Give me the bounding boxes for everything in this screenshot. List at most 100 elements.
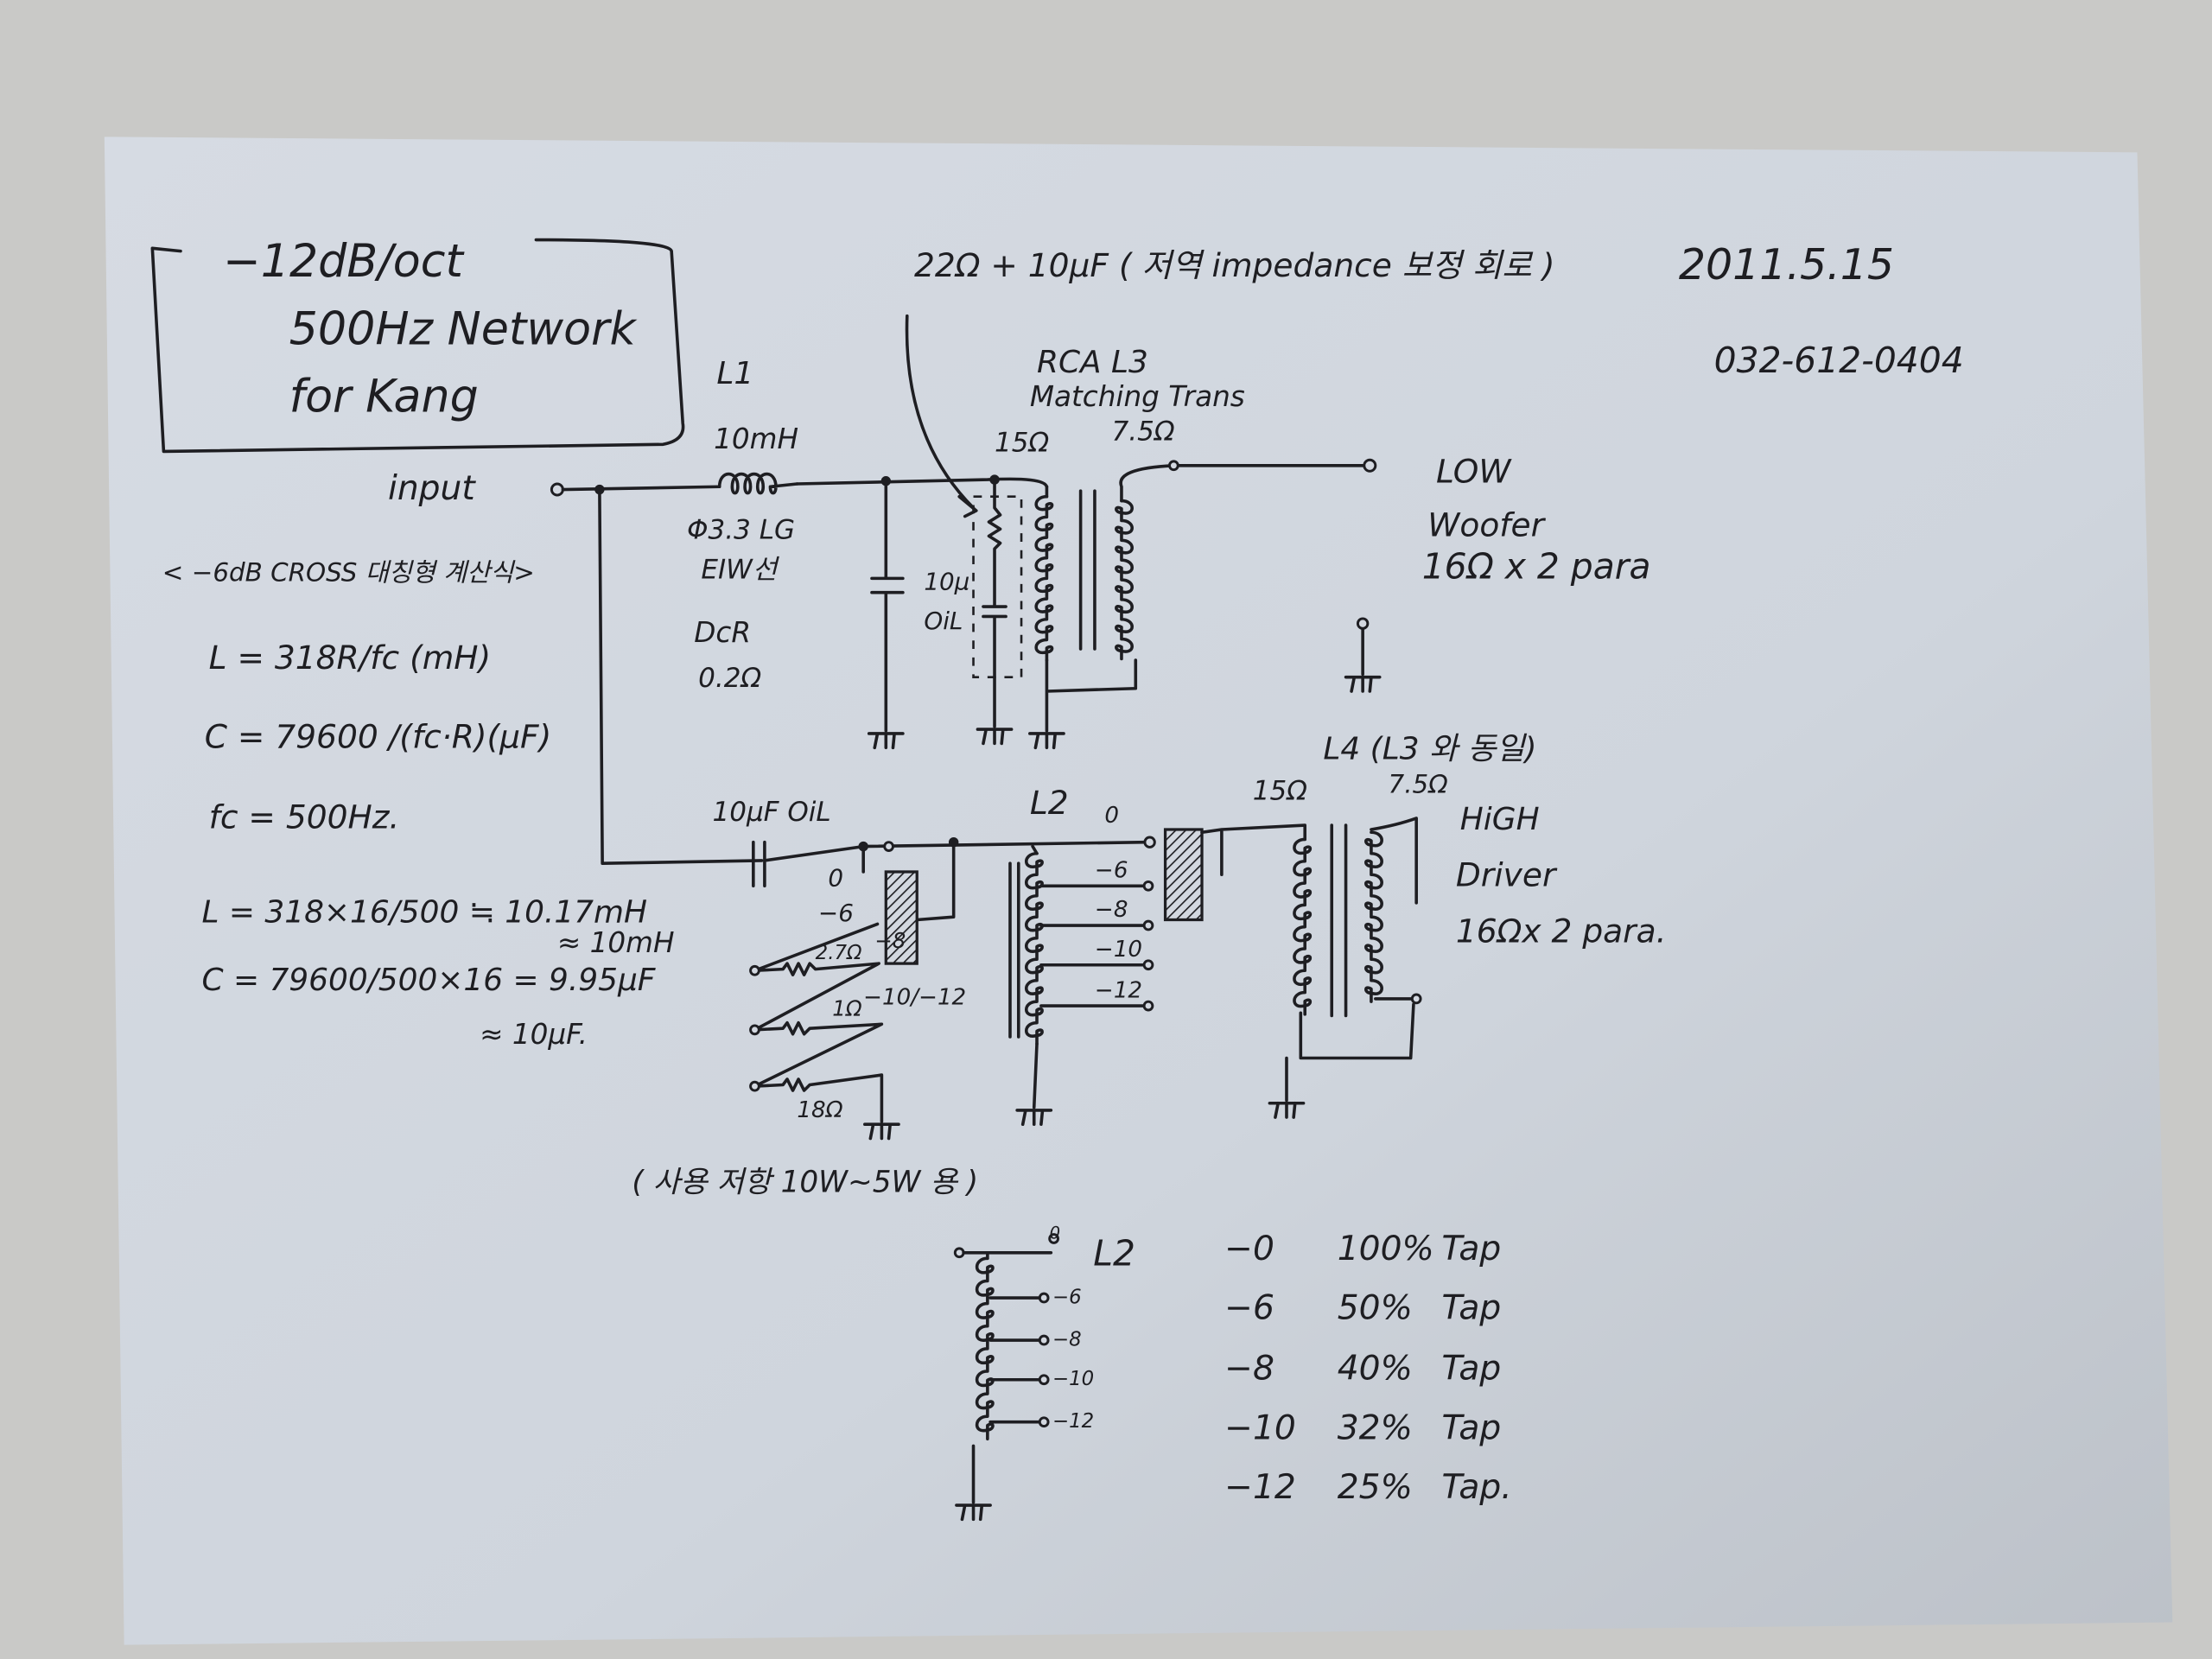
formula-c-approx: ≈ 10μF.: [480, 1018, 588, 1051]
l2-detail-tap-terminal: [1038, 1292, 1050, 1304]
tap-table-label: Tap: [1442, 1350, 1502, 1389]
l1-wire: Φ3.3 LG: [687, 515, 795, 546]
ground-icon: [1028, 732, 1065, 750]
date: 2011.5.15: [1679, 240, 1894, 289]
l3-primary-tap: 15Ω: [995, 427, 1049, 458]
input-label: input: [388, 469, 476, 508]
l4-primary-tap: 15Ω: [1253, 776, 1307, 807]
l3-core: [1078, 489, 1096, 651]
l1-name: L1: [716, 356, 753, 391]
l2-tap-label: −10: [1095, 937, 1142, 963]
phone-number: 032-612-0404: [1714, 340, 1964, 381]
l2-tap-terminal[interactable]: [1142, 959, 1154, 971]
l2-detail-tap-label: −12: [1052, 1410, 1094, 1433]
resistor-2-value: 1Ω: [832, 996, 862, 1021]
l2-detail-tap-terminal: [1038, 1334, 1050, 1346]
l3-secondary-tap: 7.5Ω: [1112, 416, 1175, 447]
top-note: 22Ω + 10μF ( 저역 impedance 보정 회로 ): [914, 246, 1555, 284]
l3-primary-coil: [1034, 494, 1054, 662]
l4-primary-coil: [1293, 837, 1313, 1016]
tap-table-label: Tap: [1442, 1408, 1502, 1447]
l3-line-2: Matching Trans: [1030, 380, 1245, 413]
formula-l: L = 318R/fc (mH): [209, 639, 492, 677]
ground-icon: [955, 1503, 992, 1522]
l2-top-tap: 0: [1104, 803, 1119, 829]
tap-table-db: −12: [1224, 1468, 1296, 1507]
high-line-3: 16Ωx 2 para.: [1456, 912, 1667, 950]
switch-0: 0: [828, 863, 843, 892]
title-line-2: 500Hz Network: [289, 303, 638, 355]
cross-title: < −6dB CROSS 대칭형 계산식>: [162, 558, 535, 588]
l3-secondary-coil: [1115, 499, 1134, 661]
tap-table-label: Tap: [1442, 1230, 1502, 1268]
switch-10-12: −10/−12: [863, 984, 966, 1010]
l2-detail-coil: [975, 1256, 995, 1441]
low-line-2: Woofer: [1427, 505, 1546, 543]
arrow-line: [905, 314, 978, 518]
tap-table-percent: 32%: [1338, 1408, 1413, 1447]
l1-wire-type: EIW선: [701, 554, 779, 585]
shunt-cap-value: 10μ: [924, 567, 969, 595]
tap-table-label: Tap.: [1442, 1468, 1512, 1507]
title-line-3: for Kang: [289, 372, 479, 423]
zobel-network: [982, 478, 1007, 728]
l1-value: 10mH: [714, 423, 798, 455]
l2-tap-label: −12: [1095, 977, 1142, 1003]
resistor-note: ( 사용 저항 10W~5W 용 ): [632, 1166, 978, 1200]
input-terminal: [550, 482, 564, 497]
l1-dcr: 0.2Ω: [698, 663, 761, 694]
ground-icon: [1344, 675, 1382, 693]
tap-table-percent: 25%: [1338, 1468, 1413, 1507]
formula-c: C = 79600 /(fc·R)(μF): [205, 717, 552, 755]
paper-sheet: [104, 137, 2173, 1645]
l1-dcr-label: DcR: [694, 616, 751, 649]
switch-8: −8: [874, 928, 906, 953]
l2-tap-label: −6: [1095, 858, 1128, 884]
high-line-1: HiGH: [1460, 802, 1540, 837]
tap-table-percent: 40%: [1338, 1350, 1413, 1389]
formula-c-calc: C = 79600/500×16 = 9.95μF: [201, 963, 656, 998]
l2-tap-terminal[interactable]: [1142, 880, 1154, 892]
l2-tap-terminal[interactable]: [1142, 1000, 1154, 1012]
ground-icon: [863, 1122, 900, 1141]
formula-l-approx: ≈ 10mH: [557, 926, 675, 959]
low-line-3: 16Ω x 2 para: [1422, 545, 1651, 587]
tap-table-percent: 100%: [1338, 1230, 1434, 1268]
l2-detail-tap-label: −6: [1052, 1287, 1082, 1309]
l4-title: L4 (L3 와 동일): [1323, 731, 1536, 766]
tap-table-db: −8: [1224, 1350, 1274, 1389]
l4-secondary-tap: 7.5Ω: [1389, 770, 1449, 799]
l2-tap-terminal[interactable]: [1142, 919, 1154, 931]
ground-icon: [976, 728, 1014, 746]
tap-table-label: Tap: [1442, 1289, 1502, 1328]
l4-secondary-coil: [1364, 830, 1383, 1003]
tap-table-db: −10: [1224, 1408, 1296, 1447]
shunt-cap-type: OiL: [924, 607, 963, 635]
ground-icon: [867, 732, 905, 750]
l2-tap-label: −8: [1095, 897, 1128, 923]
title-box: [150, 238, 685, 454]
resistor-ladder: [753, 922, 884, 1123]
tap-switch-left[interactable]: [884, 870, 918, 965]
low-line-1: LOW: [1436, 452, 1512, 490]
input-wire: [561, 477, 1049, 865]
formula-fc: fc = 500Hz.: [209, 798, 400, 836]
ground-icon: [1015, 1109, 1053, 1127]
tap-table-db: −6: [1224, 1289, 1274, 1328]
l2-detail-tap-label: −8: [1052, 1329, 1082, 1351]
ground-icon: [1268, 1101, 1306, 1119]
low-ground-terminal: [1356, 617, 1370, 630]
series-cap-label: 10μF OiL: [712, 797, 830, 828]
l2-detail-tap-terminal: [1038, 1416, 1050, 1428]
switch-6: −6: [818, 899, 854, 927]
formula-l-calc: L = 318×16/500 ≒ 10.17mH: [201, 895, 647, 931]
l2-detail-tap-terminal: [1038, 1374, 1050, 1386]
l4-core: [1330, 823, 1348, 1018]
resistor-3-value: 18Ω: [797, 1097, 842, 1123]
low-output-terminal: [1363, 458, 1377, 473]
tap-switch-right[interactable]: [1163, 828, 1204, 922]
l2-detail-tap-label: −10: [1052, 1368, 1094, 1390]
zobel-box: [972, 495, 1023, 678]
